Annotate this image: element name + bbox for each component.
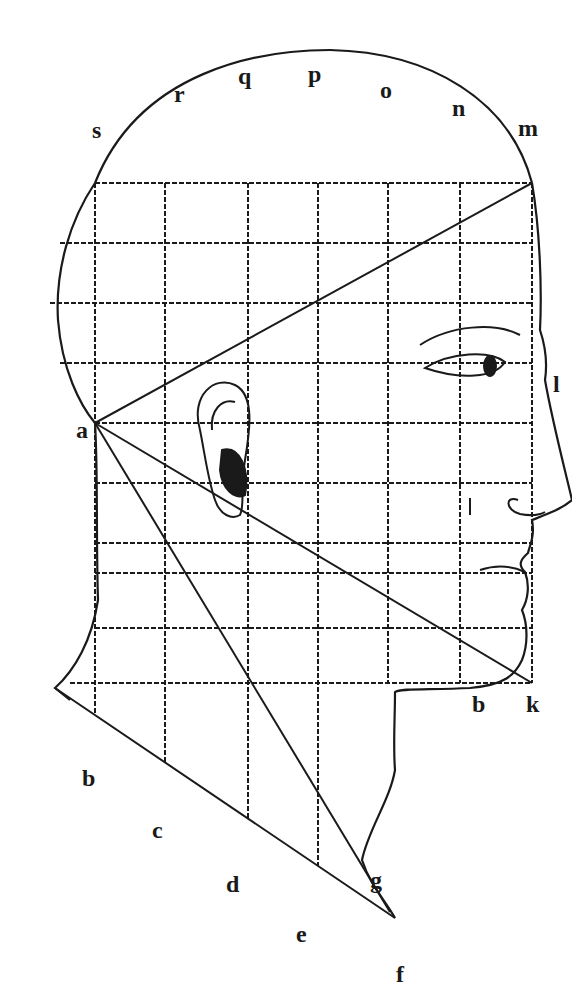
face-features xyxy=(420,327,545,572)
point-letter: m xyxy=(518,116,538,140)
point-letter: b xyxy=(82,766,95,790)
grid xyxy=(50,183,532,866)
proportion-lines xyxy=(55,183,532,918)
point-letter: l xyxy=(553,372,560,396)
point-letter: o xyxy=(380,78,392,102)
point-letter: g xyxy=(370,868,382,892)
point-letter: b xyxy=(472,692,485,716)
point-letter: a xyxy=(76,418,88,442)
point-letter: c xyxy=(152,818,163,842)
point-letter: f xyxy=(396,962,404,986)
point-letter: q xyxy=(238,64,251,88)
point-letter: d xyxy=(226,872,239,896)
point-letter: k xyxy=(526,692,539,716)
point-letter: n xyxy=(452,96,465,120)
point-letter: p xyxy=(308,62,321,86)
ear xyxy=(198,382,250,516)
point-letter: r xyxy=(174,82,185,106)
point-letter: s xyxy=(92,118,101,142)
point-letter: e xyxy=(296,922,307,946)
head-outline xyxy=(55,50,572,918)
